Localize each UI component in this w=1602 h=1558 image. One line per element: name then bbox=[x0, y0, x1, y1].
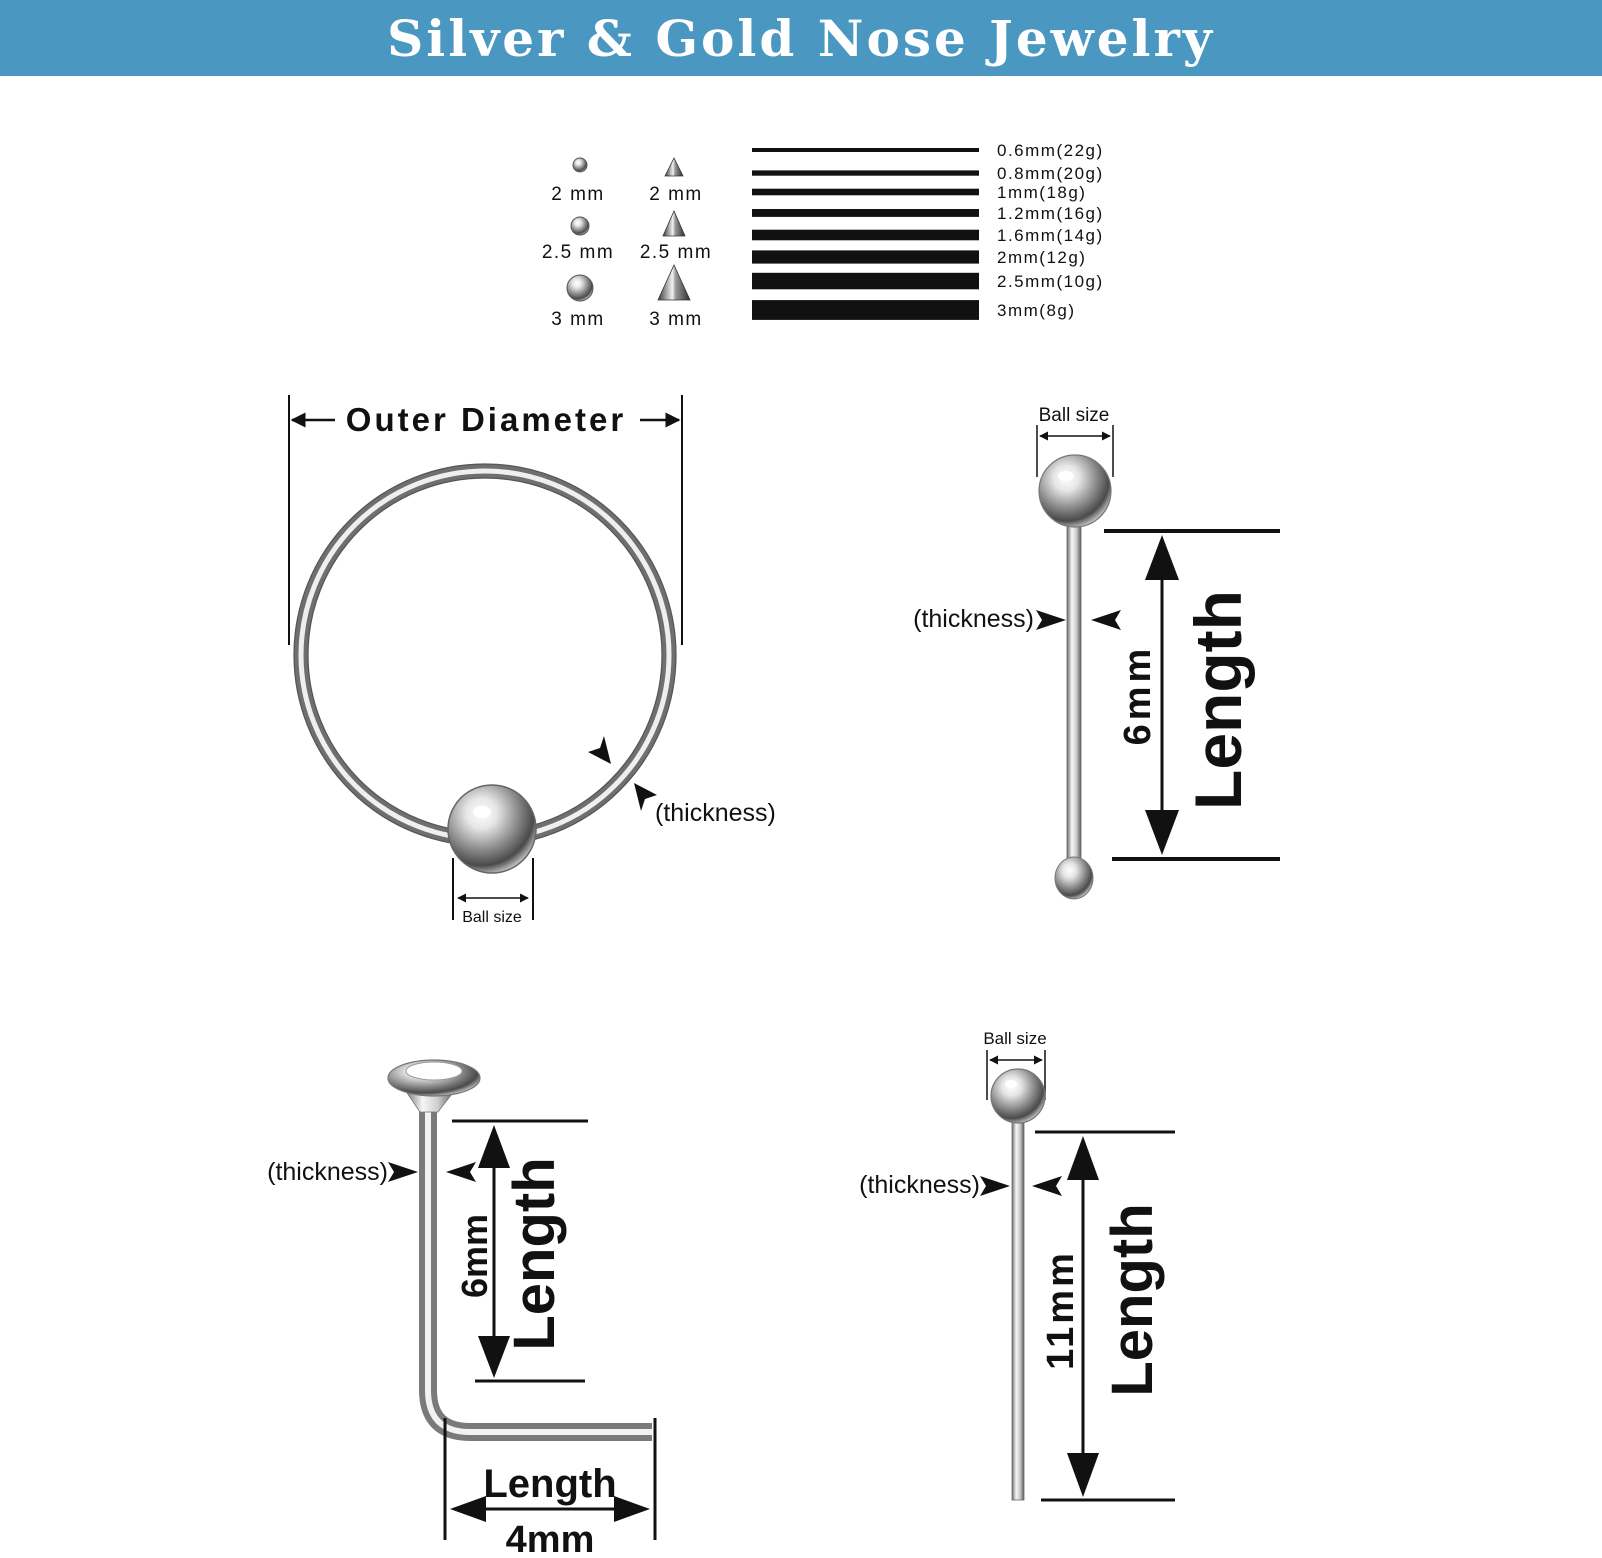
l-stud-thickness-arrow-right bbox=[446, 1162, 476, 1182]
spike-size-label: 2.5 mm bbox=[640, 242, 712, 263]
ball-3mm-swatch bbox=[566, 274, 594, 302]
gauge-label: 0.8mm(20g) bbox=[997, 164, 1104, 183]
gauge-bar bbox=[752, 170, 979, 176]
l-stud-crystal bbox=[405, 1061, 463, 1081]
gauge-label: 1mm(18g) bbox=[997, 183, 1086, 202]
gauge-label: 0.6mm(22g) bbox=[997, 141, 1104, 160]
straight-stud-thickness-label: (thickness) bbox=[859, 1171, 980, 1199]
straight-stud-pin bbox=[1011, 1109, 1025, 1501]
straight-stud-diagram: Ball size 11mm Length (thickness) bbox=[859, 1029, 1175, 1502]
straight-stud-ball-size-label: Ball size bbox=[983, 1029, 1046, 1048]
spike-size-label: 2 mm bbox=[649, 184, 703, 205]
straight-stud-thickness-arrow-left bbox=[980, 1176, 1010, 1196]
ball-end-stud-diagram: Ball size 6mm Length (thickness) bbox=[913, 405, 1280, 900]
gauge-chart: 0.6mm(22g) 0.8mm(20g)1mm(18g) 1.2mm(16g) 1.… bbox=[752, 141, 1104, 320]
hoop-thickness-arrow-outer bbox=[588, 736, 611, 764]
l-stud-foot-length-value: 4mm bbox=[506, 1519, 595, 1558]
gauge-bar bbox=[752, 188, 979, 196]
spike-3mm-swatch bbox=[657, 264, 691, 301]
gauge-bar bbox=[752, 300, 979, 320]
hoop-thickness-label: (thickness) bbox=[655, 799, 776, 827]
gauge-label: 3mm(8g) bbox=[997, 301, 1076, 320]
stud-thickness-label: (thickness) bbox=[913, 605, 1034, 633]
outer-diameter-label: Outer Diameter bbox=[346, 401, 626, 438]
stud-thickness-arrow-left bbox=[1036, 610, 1066, 630]
l-stud-length-label: Length bbox=[502, 1157, 567, 1350]
ball-size-label: 2.5 mm bbox=[542, 242, 614, 263]
spike-2-5mm-swatch bbox=[662, 210, 686, 237]
gauge-label: 1.2mm(16g) bbox=[997, 204, 1104, 223]
gauge-label: 2.5mm(10g) bbox=[997, 272, 1104, 291]
gauge-bar bbox=[752, 250, 979, 264]
gauge-bar bbox=[752, 148, 979, 152]
title-banner: Silver & Gold Nose Jewelry bbox=[0, 0, 1602, 76]
gauge-label: 1.6mm(14g) bbox=[997, 226, 1104, 245]
stud-pin bbox=[1066, 504, 1082, 866]
hoop-ring-diagram: Outer Diameter Ball size (thickness) bbox=[288, 395, 776, 926]
stud-tip-ball bbox=[1054, 856, 1094, 900]
ball-2-5mm-swatch bbox=[570, 216, 590, 236]
gauge-label: 2mm(12g) bbox=[997, 248, 1086, 267]
ball-2mm-swatch bbox=[572, 157, 588, 173]
ball-size-label: 3 mm bbox=[551, 309, 605, 330]
straight-stud-ball bbox=[990, 1068, 1046, 1124]
spike-2mm-swatch bbox=[664, 157, 684, 177]
hoop-thickness-arrow-inner bbox=[634, 783, 657, 811]
gauge-bar bbox=[752, 229, 979, 241]
spike-size-column: 2 mm 2.5 mm 3 mm bbox=[640, 157, 712, 330]
hoop-ball-size-label: Ball size bbox=[462, 909, 522, 926]
l-shape-stud-diagram: 6mm Length (thickness) Length 4mm bbox=[267, 1059, 657, 1558]
page-title: Silver & Gold Nose Jewelry bbox=[387, 9, 1215, 68]
stud-ball bbox=[1038, 454, 1112, 528]
l-stud-length-value: 6mm bbox=[454, 1214, 495, 1298]
stud-thickness-arrow-right bbox=[1091, 610, 1121, 630]
gauge-bar bbox=[752, 272, 979, 290]
stud-length-value: 6mm bbox=[1117, 645, 1159, 746]
stud-length-label: Length bbox=[1181, 590, 1255, 810]
ball-size-label: 2 mm bbox=[551, 184, 605, 205]
straight-stud-length-value: 11mm bbox=[1040, 1250, 1082, 1370]
hoop-ball bbox=[447, 784, 537, 874]
l-stud-thickness-label: (thickness) bbox=[267, 1158, 388, 1186]
gauge-bar bbox=[752, 209, 979, 217]
ball-size-column: 2 mm 2.5 mm 3 mm bbox=[542, 157, 614, 330]
l-stud-thickness-arrow-left bbox=[388, 1162, 418, 1182]
stud-ball-size-label: Ball size bbox=[1039, 405, 1110, 426]
straight-stud-length-label: Length bbox=[1100, 1203, 1165, 1396]
spike-size-label: 3 mm bbox=[649, 309, 703, 330]
straight-stud-thickness-arrow-right bbox=[1032, 1176, 1062, 1196]
l-stud-foot-length-label: Length bbox=[483, 1462, 616, 1506]
